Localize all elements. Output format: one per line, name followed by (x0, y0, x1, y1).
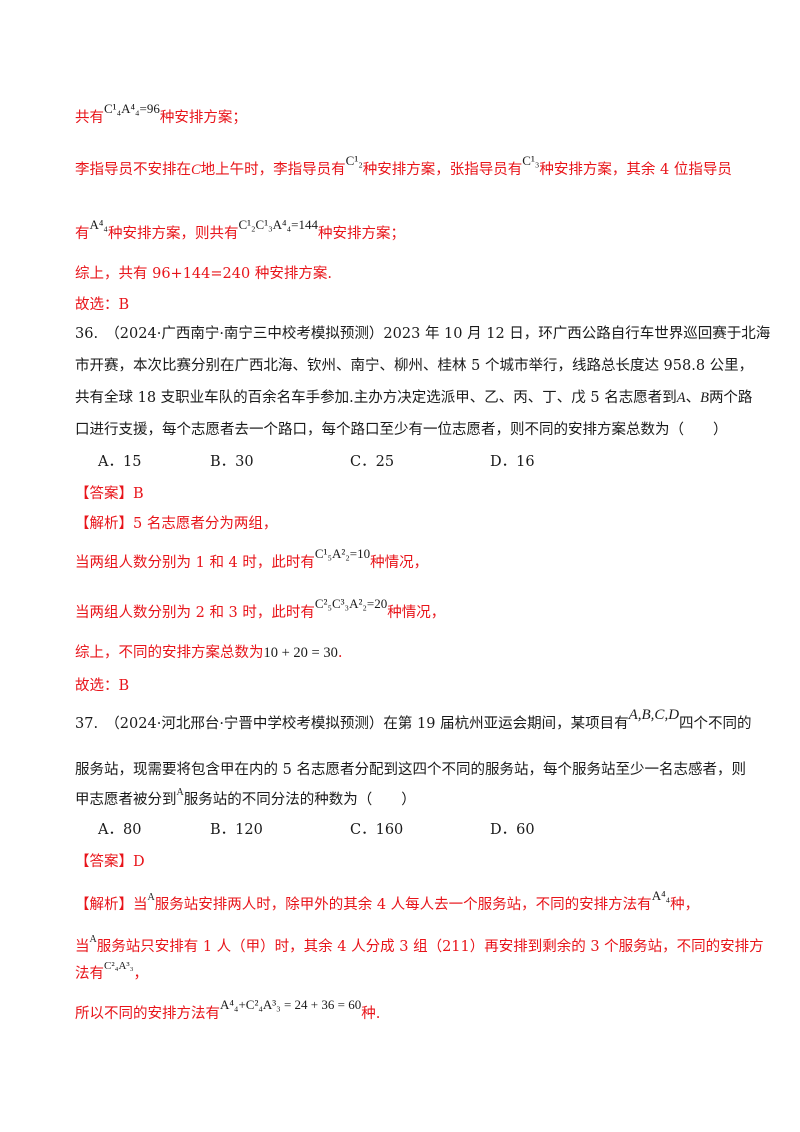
solution-line-2: 李指导员不安排在C地上午时，李指导员有C¹₂种安排方案，张指导员有C¹₃种安排方… (75, 153, 732, 180)
q36-option-d: D．16 (490, 454, 535, 470)
text: 有 (75, 226, 90, 242)
math-expression: C¹₅A²₂=10 (314, 546, 371, 561)
text: 李指导员不安排在 (75, 162, 191, 178)
math-expression: A,B,C,D (628, 707, 680, 723)
q37-option-d: D．60 (490, 822, 535, 838)
text: 两个路 (708, 390, 753, 406)
q37-answer: 【答案】D (75, 854, 145, 870)
q37-analysis-1: 【解析】当A服务站安排两人时，除甲外的其余 4 人每人去一个服务站，不同的安排方… (75, 888, 700, 917)
math-expression: C¹₂ (345, 153, 363, 168)
math-expression: C²₅C³₃A²₂=20 (314, 596, 388, 611)
text: 种安排方案，则共有 (107, 226, 239, 242)
math-expression: A (147, 892, 155, 903)
math-expression: A⁴₄+C²₄A³₃ = 24 + 36 = 60 (220, 997, 362, 1012)
q36-step-2: 当两组人数分别为 2 和 3 时，此时有C²₅C³₃A²₂=20种情况， (75, 596, 446, 623)
text: 种安排方案，张指导员有 (362, 162, 523, 178)
solution-summary: 综上，共有 96+144=240 种安排方案. (75, 266, 332, 282)
math-expression: A⁴₄ (651, 888, 671, 903)
q36-option-b: B．30 (210, 454, 254, 470)
variable: B (700, 390, 709, 406)
text: 共有 (75, 110, 104, 126)
variable: A (676, 390, 686, 406)
text: 种安排方案，其余 4 位指导员 (539, 162, 732, 178)
q36-step-1: 当两组人数分别为 1 和 4 时，此时有C¹₅A²₂=10种情况， (75, 546, 429, 573)
q36-text-line-2: 市开赛，本次比赛分别在广西北海、钦州、南宁、柳州、桂林 5 个城市举行，线路总长… (75, 358, 754, 374)
q37-analysis-2: 当A服务站只安排有 1 人（甲）时，其余 4 人分成 3 组（211）再安排到剩… (75, 934, 764, 959)
solution-line-1: 共有C¹₄A⁴₄=96种安排方案； (75, 101, 247, 128)
q37-text-line-2: 服务站，现需要将包含甲在内的 5 名志愿者分配到这四个不同的服务站，每个服务站至… (75, 762, 746, 778)
text: 地上午时，李指导员有 (200, 162, 346, 178)
text: 当两组人数分别为 2 和 3 时，此时有 (75, 605, 315, 621)
math-expression: C¹₃ (522, 153, 540, 168)
text: 所以不同的安排方法有 (75, 1006, 220, 1022)
math-expression: C¹₂C¹₃A⁴₄=144 (238, 217, 318, 232)
variable: C (191, 162, 201, 178)
text: 四个不同的 (679, 716, 752, 732)
q36-text-line-4: 口进行支援，每个志愿者去一个路口，每个路口至少有一位志愿者，则不同的安排方案总数… (75, 422, 728, 438)
text: 、 (685, 390, 701, 406)
q37-option-b: B．120 (210, 822, 263, 838)
solution-choice: 故选：B (75, 297, 130, 313)
q36-step-3: 综上，不同的安排方案总数为10 + 20 = 30. (75, 643, 342, 663)
text: 法有 (75, 966, 104, 982)
text: 种安排方案； (317, 226, 405, 242)
text: 服务站的不同分法的种数为（ ） (183, 792, 416, 808)
q36-text-line-3: 共有全球 18 支职业车队的百余名车手参加.主办方决定选派甲、乙、丙、丁、戊 5… (75, 388, 752, 408)
math-expression: A (176, 787, 184, 798)
q37-option-c: C．160 (350, 822, 404, 838)
solution-line-3: 有A⁴₄种安排方案，则共有C¹₂C¹₃A⁴₄=144种安排方案； (75, 217, 405, 244)
q37-analysis-4: 所以不同的安排方法有A⁴₄+C²₄A³₃ = 24 + 36 = 60种. (75, 997, 381, 1024)
q36-analysis: 【解析】5 名志愿者分为两组， (75, 516, 278, 532)
text: 种情况， (370, 555, 429, 571)
text: 种. (361, 1006, 381, 1022)
math-expression: A⁴₄ (89, 217, 108, 232)
text: 共有全球 18 支职业车队的百余名车手参加.主办方决定选派甲、乙、丙、丁、戊 5… (75, 390, 677, 406)
text: 当 (75, 939, 90, 955)
math-expression: C¹₄A⁴₄=96 (104, 101, 160, 116)
q37-text-line-1: 37. （2024·河北邢台·宁晋中学校考模拟预测）在第 19 届杭州亚运会期间… (75, 707, 752, 734)
text: 当两组人数分别为 1 和 4 时，此时有 (75, 555, 315, 571)
q37-text-line-3: 甲志愿者被分到A服务站的不同分法的种数为（ ） (75, 787, 416, 812)
text: 种， (670, 897, 700, 913)
text: 服务站安排两人时，除甲外的其余 4 人每人去一个服务站，不同的安排方法有 (154, 897, 652, 913)
math-expression: C²₄A³₃ (104, 960, 134, 972)
q36-text-line-1: 36. （2024·广西南宁·南宁三中校考模拟预测）2023 年 10 月 12… (75, 326, 771, 342)
math-expression: 10 + 20 = 30 (263, 645, 338, 661)
text: 【解析】当 (75, 897, 148, 913)
q37-option-a: A．80 (98, 822, 142, 838)
text: 种情况， (387, 605, 446, 621)
text: 37. （2024·河北邢台·宁晋中学校考模拟预测）在第 19 届杭州亚运会期间… (75, 716, 629, 732)
q36-option-c: C．25 (350, 454, 395, 470)
q36-option-a: A．15 (98, 454, 142, 470)
text: 综上，不同的安排方案总数为 (75, 645, 264, 661)
text: ， (133, 966, 149, 982)
text: 甲志愿者被分到 (75, 792, 177, 808)
text: 种安排方案； (159, 110, 247, 126)
q37-analysis-3: 法有C²₄A³₃， (75, 960, 149, 985)
math-expression: A (89, 934, 97, 945)
q36-answer: 【答案】B (75, 486, 144, 502)
q36-choice: 故选：B (75, 678, 130, 694)
text: 服务站只安排有 1 人（甲）时，其余 4 人分成 3 组（211）再安排到剩余的… (96, 939, 764, 955)
text: . (337, 645, 343, 661)
